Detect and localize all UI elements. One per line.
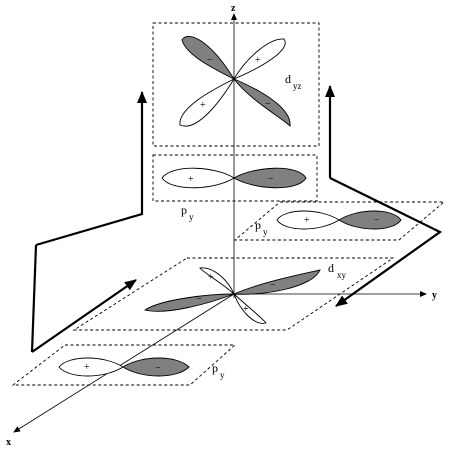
py-bottom-sign-minus: − xyxy=(155,363,161,374)
left-arrow-to-dxy-head xyxy=(31,279,137,353)
py-right-lobe-minus xyxy=(338,210,402,230)
py-bottom-lobe-minus xyxy=(122,357,190,377)
dyz-sign-lower-left: + xyxy=(200,100,206,111)
py-top-sign-plus: + xyxy=(188,174,194,185)
dxy-lobe-upper xyxy=(199,267,235,295)
py-top-panel: + − p y xyxy=(152,154,318,222)
py-bottom-lobe-plus xyxy=(58,357,124,377)
dxy-lobe-right xyxy=(233,269,321,295)
py-right-label: p xyxy=(255,218,261,232)
py-bottom-panel: + − p y xyxy=(11,344,237,386)
py-right-sign-minus: − xyxy=(374,215,380,226)
py-bottom-sign-plus: + xyxy=(84,362,90,373)
dyz-sign-upper-left: − xyxy=(207,55,213,66)
py-top-label: p xyxy=(181,203,187,217)
dxy-lobe-left xyxy=(143,293,235,312)
py-bottom-label-sub: y xyxy=(220,370,225,380)
left-arrow-to-dyz xyxy=(35,91,147,247)
dxy-panel: + + − − d xy xyxy=(72,257,395,331)
dxy-label: d xyxy=(328,261,334,275)
dyz-lobe-lower-right xyxy=(232,77,291,127)
y-axis-label: y xyxy=(432,290,437,301)
dxy-sign-left: − xyxy=(196,294,202,305)
py-top-label-sub: y xyxy=(189,212,194,222)
dxy-label-sub: xy xyxy=(337,270,347,280)
py-right-label-sub: y xyxy=(263,227,268,237)
left-arrow-to-dxy xyxy=(30,244,38,353)
py-top-lobe-minus xyxy=(233,167,307,189)
dyz-label: d xyxy=(285,72,291,86)
dxy-sign-right: − xyxy=(270,280,276,291)
dxy-lobe-lower xyxy=(233,293,267,324)
py-bottom-label: p xyxy=(212,361,218,375)
dyz-label-sub: yz xyxy=(293,81,302,91)
dyz-panel: − + + − d yz xyxy=(152,22,320,147)
z-axis-label: z xyxy=(231,3,236,14)
dxy-sign-lower: + xyxy=(243,304,249,315)
dyz-lobe-upper-left xyxy=(181,36,236,81)
py-right-lobe-plus xyxy=(276,210,340,230)
right-arrow-to-dxy xyxy=(329,177,443,307)
dyz-lobe-upper-right xyxy=(232,38,286,80)
py-right-sign-plus: + xyxy=(304,215,310,226)
dyz-sign-lower-right: − xyxy=(265,99,271,110)
dyz-lobe-lower-left xyxy=(179,77,236,127)
py-top-sign-minus: − xyxy=(268,174,274,185)
py-top-lobe-plus xyxy=(161,167,235,189)
py-right-panel: + − p y xyxy=(233,201,446,241)
x-axis xyxy=(13,293,235,433)
dxy-sign-upper: + xyxy=(208,272,214,283)
dyz-sign-upper-right: + xyxy=(255,55,261,66)
x-axis-label: x xyxy=(6,437,11,448)
